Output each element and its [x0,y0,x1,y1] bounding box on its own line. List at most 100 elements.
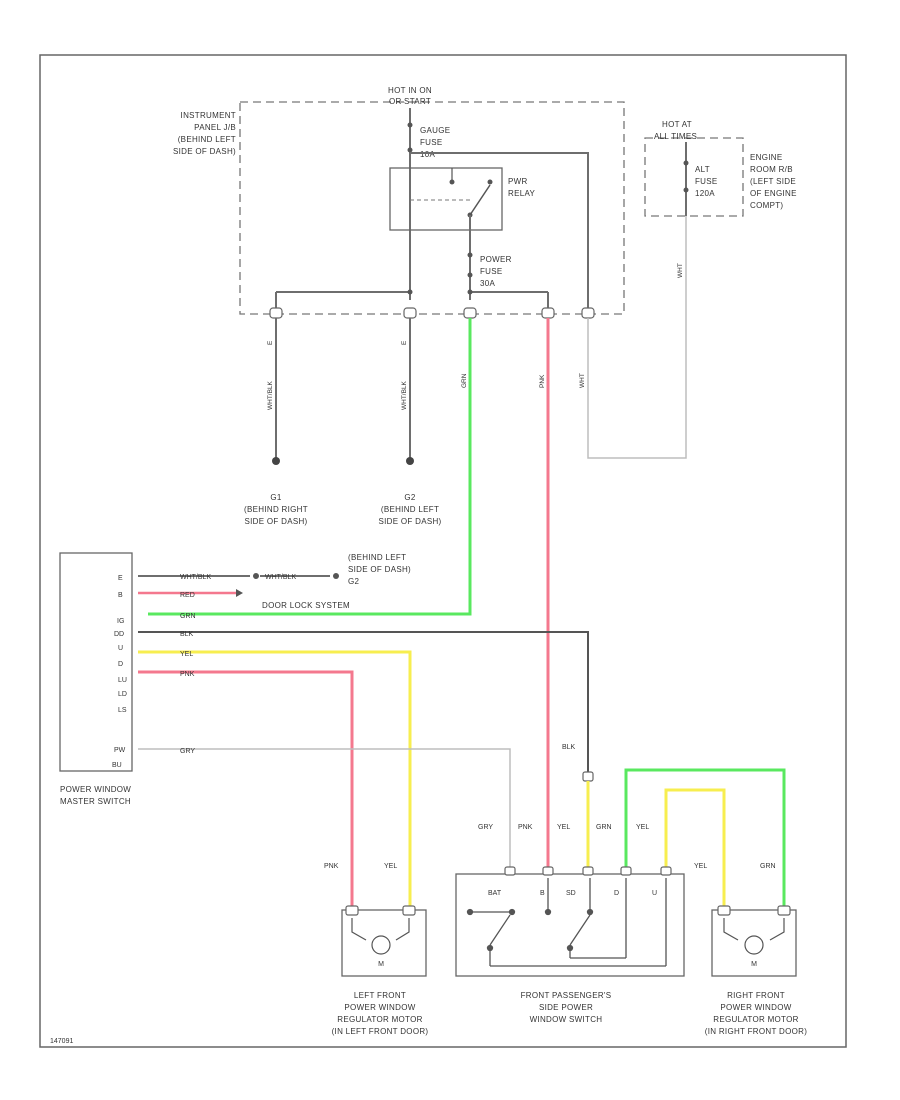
svg-text:DD: DD [114,631,124,638]
svg-text:(IN RIGHT FRONT DOOR): (IN RIGHT FRONT DOOR) [705,1027,807,1036]
svg-text:WHT/BLK: WHT/BLK [265,574,296,581]
or-start-label: OR START [389,97,431,106]
passenger-switch-connectors [504,866,672,876]
diagram-id: 147091 [50,1038,73,1045]
gry-pw-wire [138,748,511,870]
svg-text:SIDE OF DASH): SIDE OF DASH) [378,517,441,526]
svg-text:D: D [614,890,619,897]
left-motor-name: LEFT FRONT POWER WINDOW REGULATOR MOTOR … [332,991,429,1036]
svg-text:COMPT): COMPT) [750,201,783,210]
svg-text:POWER WINDOW: POWER WINDOW [720,1003,791,1012]
left-motor-pnk-label: PNK [324,863,339,870]
engine-room-location-label: ENGINE ROOM R/B (LEFT SIDE OF ENGINE COM… [750,153,796,210]
svg-text:(BEHIND LEFT: (BEHIND LEFT [348,553,406,562]
grn-ig-wire [148,318,472,616]
door-lock-system-label: DOOR LOCK SYSTEM [262,601,350,610]
svg-text:(BEHIND LEFT: (BEHIND LEFT [381,505,439,514]
svg-text:RELAY: RELAY [508,189,536,198]
power-window-master-switch [59,552,133,772]
svg-text:U: U [118,645,123,652]
svg-text:E: E [118,575,123,582]
svg-text:PWR: PWR [508,177,528,186]
svg-text:GRN: GRN [596,824,612,831]
svg-text:PNK: PNK [518,824,533,831]
svg-text:SIDE OF DASH): SIDE OF DASH) [244,517,307,526]
gry-label: GRY [180,748,195,755]
wht-blk-ground-wire: WHT/BLK WHT/BLK [138,573,339,581]
svg-text:G2: G2 [404,493,416,502]
power-fuse-terminal [467,252,473,258]
ground-g1-label: G1 (BEHIND RIGHT SIDE OF DASH) [244,493,308,526]
svg-text:(LEFT SIDE: (LEFT SIDE [750,177,796,186]
right-motor-m: M [751,961,757,968]
svg-text:(BEHIND LEFT: (BEHIND LEFT [178,135,236,144]
gauge-fuse-terminal [407,122,413,128]
diagram-frame [39,54,847,1048]
svg-text:MASTER SWITCH: MASTER SWITCH [60,797,131,806]
svg-text:GRY: GRY [478,824,493,831]
gauge-fuse-label: GAUGE FUSE 10A [420,126,450,159]
power-fuse-label: POWER FUSE 30A [480,255,511,288]
alt-fuse-label: ALT FUSE 120A [695,165,717,198]
left-motor-m: M [378,961,384,968]
left-front-window-motor [341,909,427,977]
yel-left-motor-wire [138,650,412,912]
ground-g1-icon [272,457,280,465]
svg-text:POWER WINDOW: POWER WINDOW [344,1003,415,1012]
pnk-wire-label: PNK [539,374,546,388]
passenger-switch-contacts [466,878,667,967]
svg-text:REGULATOR MOTOR: REGULATOR MOTOR [337,1015,422,1024]
svg-text:RIGHT FRONT: RIGHT FRONT [727,991,785,1000]
svg-text:SIDE OF DASH): SIDE OF DASH) [348,565,411,574]
engine-room-rb-box [644,137,744,217]
svg-text:120A: 120A [695,189,715,198]
svg-text:YEL: YEL [636,824,649,831]
svg-text:B: B [118,592,123,599]
svg-text:E: E [267,340,274,345]
svg-text:POWER WINDOW: POWER WINDOW [60,785,131,794]
passenger-wire-labels: GRY PNK YEL GRN YEL [478,824,649,831]
svg-text:LU: LU [118,677,127,684]
svg-text:ALT: ALT [695,165,710,174]
jb-connectors [269,307,595,319]
svg-text:BAT: BAT [488,890,502,897]
right-motor-yel-label: YEL [694,863,707,870]
svg-text:SD: SD [566,890,576,897]
svg-text:LEFT FRONT: LEFT FRONT [354,991,406,1000]
instrument-panel-jb-box [239,101,625,315]
grn-wire-label: GRN [461,373,468,388]
wht-wire-label: WHT [579,373,586,388]
wht-feed-wire [587,216,687,459]
svg-text:PANEL J/B: PANEL J/B [194,123,236,132]
wht-top-wire-label: WHT [677,263,684,278]
wht-blk-label-1: WHT/BLK [267,380,274,410]
svg-text:U: U [652,890,657,897]
pwr-relay-label: PWR RELAY [508,177,536,198]
svg-text:WINDOW SWITCH: WINDOW SWITCH [530,1015,603,1024]
hot-in-on-label: HOT IN ON [388,86,432,95]
svg-text:GAUGE: GAUGE [420,126,450,135]
svg-text:D: D [118,661,123,668]
all-times-label: ALL TIMES [654,132,697,141]
svg-text:PW: PW [114,747,126,754]
svg-text:IG: IG [117,618,124,625]
pnk-label: PNK [180,671,195,678]
svg-text:(BEHIND RIGHT: (BEHIND RIGHT [244,505,308,514]
master-switch-name: POWER WINDOW MASTER SWITCH [60,785,131,806]
red-door-lock-wire: RED [138,589,243,599]
svg-text:FUSE: FUSE [420,138,443,147]
master-switch-pins: E B IG DD U D LU LD LS PW BU [112,575,127,769]
blk-label: BLK [180,631,194,638]
svg-text:(IN LEFT FRONT DOOR): (IN LEFT FRONT DOOR) [332,1027,429,1036]
right-motor-name: RIGHT FRONT POWER WINDOW REGULATOR MOTOR… [705,991,807,1036]
ground-g2-label: G2 (BEHIND LEFT SIDE OF DASH) [378,493,441,526]
blk-dd-wire [138,631,589,775]
svg-text:YEL: YEL [557,824,570,831]
svg-text:INSTRUMENT: INSTRUMENT [181,111,236,120]
passenger-switch-terminals: BAT B SD D U [488,890,657,897]
svg-text:BU: BU [112,762,122,769]
svg-text:E: E [401,340,408,345]
svg-text:G1: G1 [270,493,282,502]
grn-ig-label: GRN [180,613,196,620]
right-motor-icon [723,918,785,955]
